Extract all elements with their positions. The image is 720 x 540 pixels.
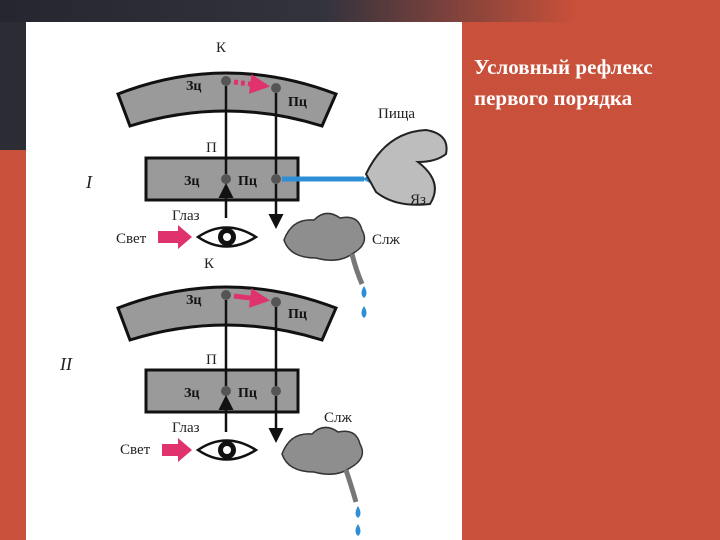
subcortex-left-center: Зц bbox=[184, 174, 199, 189]
cortex-left-node bbox=[221, 290, 231, 300]
saliva-drop bbox=[355, 524, 361, 536]
eye-label: Глаз bbox=[172, 420, 200, 436]
light-arrow bbox=[158, 225, 192, 249]
section-two: К Зц Пц П Зц Пц II Глаз Свет Слж bbox=[59, 256, 364, 536]
section-roman-numeral: II bbox=[59, 354, 73, 374]
slide-title-line-1: Условный рефлекс bbox=[474, 55, 653, 79]
subcortex-right-center: Пц bbox=[238, 174, 257, 189]
gland-duct bbox=[343, 469, 359, 503]
pink-dashed-arrow bbox=[233, 74, 270, 94]
cortex-label: К bbox=[204, 256, 215, 272]
gland-label: Слж bbox=[324, 410, 352, 426]
cortex-right-node bbox=[271, 83, 281, 93]
slide-title-line-2: первого порядка bbox=[474, 86, 633, 110]
gland-duct bbox=[349, 253, 365, 285]
subcortex-right-node bbox=[271, 174, 281, 184]
saliva-drop bbox=[355, 506, 361, 518]
section-one: К Зц Пц П Зц Пц Пища bbox=[85, 40, 448, 318]
pink-solid-arrow bbox=[233, 288, 270, 308]
gland-label: Слж bbox=[372, 232, 400, 248]
cortex-right-center: Пц bbox=[288, 307, 307, 322]
subcortex-left-node bbox=[221, 386, 231, 396]
saliva-drop bbox=[361, 306, 367, 318]
cortex-left-center: Зц bbox=[186, 79, 201, 94]
diagram-panel: К Зц Пц П Зц Пц Пища bbox=[26, 22, 462, 540]
subcortex-label: П bbox=[206, 140, 217, 156]
cortex-right-center: Пц bbox=[288, 95, 307, 110]
subcortex-label: П bbox=[206, 352, 217, 368]
top-bar bbox=[0, 0, 720, 22]
light-label: Свет bbox=[120, 442, 151, 458]
saliva-drop bbox=[361, 286, 367, 298]
food-label: Пища bbox=[378, 106, 415, 122]
salivary-gland-icon bbox=[283, 212, 366, 261]
cortex-left-center: Зц bbox=[186, 293, 201, 308]
left-dark-bar bbox=[0, 22, 26, 150]
subcortex-left-node bbox=[221, 174, 231, 184]
section-roman-numeral: I bbox=[85, 172, 93, 192]
cortex-label: К bbox=[216, 40, 227, 56]
cortex-left-node bbox=[221, 76, 231, 86]
subcortex-right-center: Пц bbox=[238, 386, 257, 401]
cortex-right-node bbox=[271, 297, 281, 307]
subcortex-right-node bbox=[271, 386, 281, 396]
slide-title: Условный рефлекс первого порядка bbox=[474, 52, 720, 114]
salivary-gland-icon bbox=[281, 426, 364, 475]
subcortex-left-center: Зц bbox=[184, 386, 199, 401]
tongue-icon bbox=[364, 128, 448, 206]
eye-label: Глаз bbox=[172, 208, 200, 224]
tongue-label: Яз bbox=[410, 192, 426, 208]
light-label: Свет bbox=[116, 231, 147, 247]
reflex-diagram: К Зц Пц П Зц Пц Пища bbox=[59, 40, 448, 536]
light-arrow bbox=[162, 438, 192, 462]
